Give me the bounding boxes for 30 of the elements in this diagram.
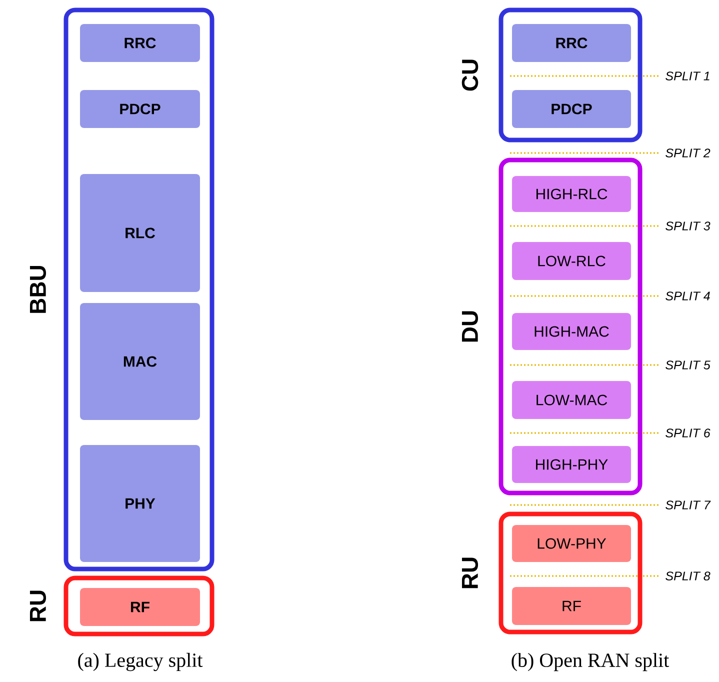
layer-box: RRC (80, 24, 200, 62)
layer-box: RF (512, 587, 632, 625)
layer-box: RF (80, 588, 200, 626)
group-heading: CU (462, 60, 478, 91)
layer-box: PHY (80, 445, 200, 562)
caption: (a) Legacy split (78, 652, 203, 672)
layer-box: RLC (80, 174, 200, 292)
layer-box: LOW-MAC (512, 381, 632, 419)
split-label: SPLIT 8 (666, 572, 710, 580)
layer-box: RRC (512, 24, 632, 62)
layer-box: PDCP (80, 90, 200, 128)
layer-box: LOW-PHY (512, 525, 632, 562)
split-label: SPLIT 1 (666, 72, 710, 80)
group-heading: RU (30, 590, 46, 622)
split-label: SPLIT 2 (666, 148, 710, 158)
group-heading: BBU (30, 266, 46, 313)
split-label: SPLIT 5 (666, 360, 710, 370)
caption: (b) Open RAN split (512, 652, 670, 672)
layer-box: HIGH-RLC (512, 176, 632, 212)
group-heading: RU (462, 558, 478, 588)
layer-box: HIGH-MAC (512, 313, 632, 350)
layer-box: MAC (80, 303, 200, 420)
layer-box: PDCP (512, 90, 632, 128)
split-label: SPLIT 7 (666, 500, 711, 510)
layer-box: HIGH-PHY (512, 446, 632, 483)
layer-box: LOW-RLC (512, 242, 632, 280)
group-heading: DU (462, 311, 478, 342)
split-label: SPLIT 6 (666, 428, 710, 438)
split-label: SPLIT 4 (666, 292, 710, 300)
split-label: SPLIT 3 (666, 222, 710, 230)
